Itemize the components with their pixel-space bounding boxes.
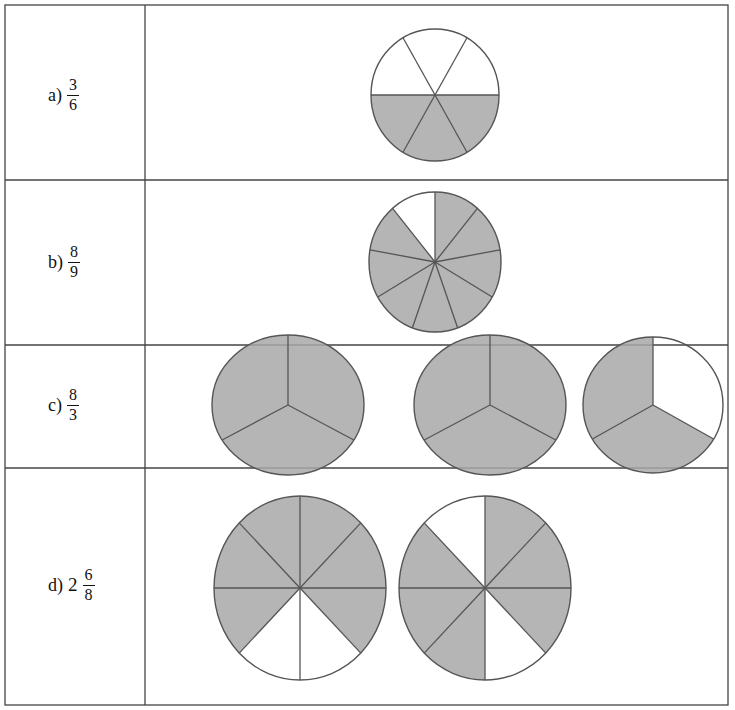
divider-line	[592, 405, 653, 439]
divider-line	[370, 250, 435, 262]
divider-line	[399, 587, 485, 588]
divider-line	[299, 588, 300, 680]
fraction: 68	[83, 566, 95, 604]
circle-outline	[371, 29, 499, 161]
shaded-part	[239, 496, 300, 588]
divider-line	[403, 95, 435, 152]
divider-line	[299, 496, 300, 588]
item-letter: b)	[48, 252, 63, 273]
divider-line	[424, 588, 485, 653]
divider-line	[288, 405, 354, 440]
fraction-circle	[212, 335, 364, 475]
divider-line	[435, 262, 492, 297]
divider-line	[435, 94, 499, 95]
divider-line	[378, 262, 435, 297]
divider-line	[485, 588, 546, 653]
row-label: c)83	[48, 386, 79, 424]
divider-line	[300, 588, 361, 653]
numerator: 3	[67, 76, 79, 94]
divider-line	[653, 405, 714, 439]
item-letter: d)	[48, 575, 63, 596]
divider-line	[239, 588, 300, 653]
fraction: 89	[68, 243, 80, 281]
divider-line	[490, 405, 556, 440]
shaded-part	[399, 588, 485, 653]
circle-outline	[369, 192, 501, 332]
item-letter: c)	[48, 395, 62, 416]
shaded-part	[300, 588, 386, 653]
denominator: 6	[67, 95, 79, 114]
divider-line	[300, 587, 386, 588]
circle-outline	[414, 335, 566, 475]
divider-line	[435, 38, 467, 95]
fraction-circle	[371, 29, 499, 161]
row-label: b)89	[48, 243, 80, 281]
divider-line	[371, 94, 435, 95]
fraction: 36	[67, 76, 79, 114]
shaded-part	[300, 523, 386, 588]
divider-line	[484, 496, 485, 588]
whole-number: 2	[68, 574, 78, 596]
divider-line	[222, 405, 288, 440]
shaded-part	[214, 588, 300, 653]
divider-line	[403, 38, 435, 95]
circle-outline	[583, 337, 723, 473]
shaded-part	[485, 588, 571, 653]
denominator: 8	[83, 585, 95, 604]
shaded-part	[370, 208, 435, 262]
divider-line	[489, 335, 490, 405]
circle-outline	[214, 496, 386, 680]
fraction-circle	[583, 337, 723, 473]
row-label: d)268	[48, 566, 95, 604]
divider-line	[393, 208, 435, 262]
divider-line	[652, 337, 653, 405]
row-label: a)36	[48, 76, 79, 114]
fraction-circle	[414, 335, 566, 475]
shaded-part	[583, 337, 653, 439]
table-grid	[5, 5, 728, 705]
divider-line	[424, 523, 485, 588]
shaded-part	[414, 335, 490, 440]
divider-line	[300, 523, 361, 588]
divider-line	[485, 587, 571, 588]
circle-outline	[399, 496, 571, 680]
shaded-part	[212, 335, 288, 440]
numerator: 8	[67, 386, 79, 404]
divider-line	[435, 208, 477, 262]
divider-line	[424, 405, 490, 440]
shaded-part	[485, 523, 571, 588]
fraction-circle	[214, 496, 386, 680]
divider-line	[485, 523, 546, 588]
shaded-part	[371, 95, 435, 152]
denominator: 9	[68, 262, 80, 281]
fraction: 83	[67, 386, 79, 424]
fraction-circles	[212, 29, 723, 680]
divider-line	[435, 250, 500, 262]
shaded-part	[399, 523, 485, 588]
divider-line	[435, 262, 458, 328]
divider-line	[412, 262, 435, 328]
divider-line	[435, 95, 467, 152]
denominator: 3	[67, 405, 79, 424]
fraction-circle	[369, 192, 501, 332]
divider-line	[484, 588, 485, 680]
numerator: 8	[68, 243, 80, 261]
circle-outline	[212, 335, 364, 475]
fraction-circle	[399, 496, 571, 680]
numerator: 6	[83, 566, 95, 584]
divider-line	[434, 192, 435, 262]
divider-line	[239, 523, 300, 588]
divider-line	[214, 587, 300, 588]
divider-line	[287, 335, 288, 405]
item-letter: a)	[48, 85, 62, 106]
